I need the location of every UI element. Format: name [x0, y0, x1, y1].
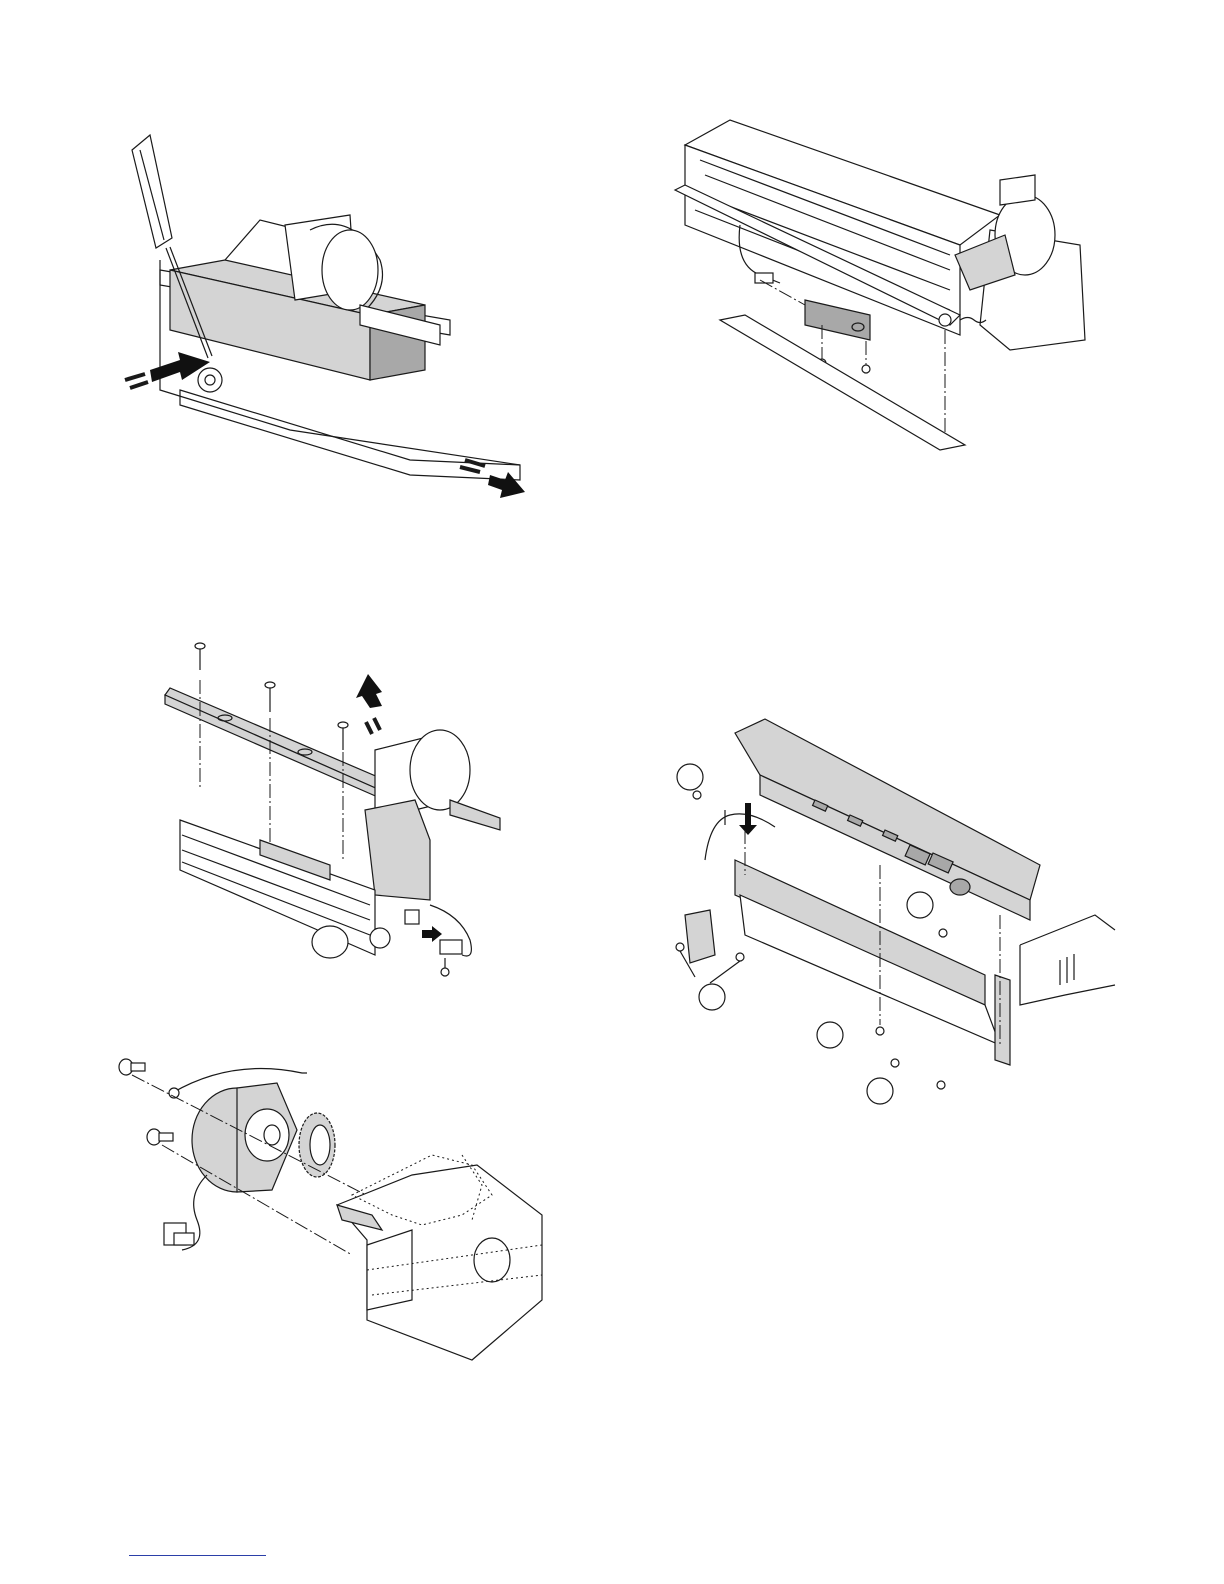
fig-scanner-lamp-removal [120, 130, 540, 510]
fig-top-plate-removal [160, 640, 530, 985]
fig-scanner-unit-bottom [670, 115, 1090, 475]
fig-operation-panel-removal [665, 715, 1115, 1105]
fig-motor-gear-removal [112, 1055, 552, 1375]
footer-link-underline[interactable] [129, 1555, 266, 1556]
